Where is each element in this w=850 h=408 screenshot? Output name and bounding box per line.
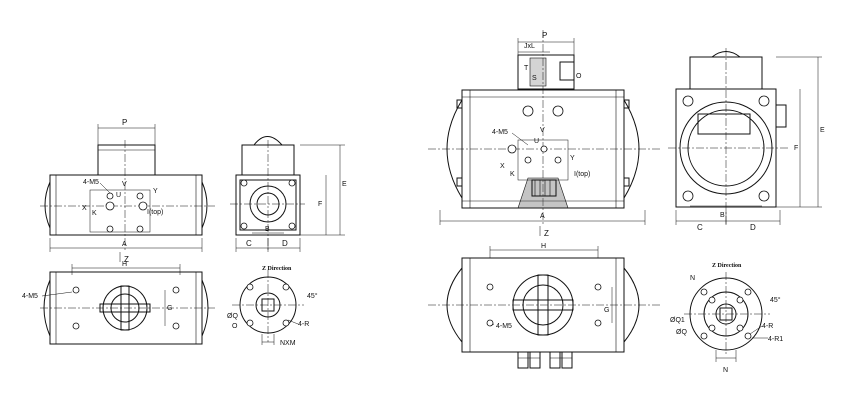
deg45-label: 45° [307,292,318,300]
right-side-view: C D B E F [668,48,825,232]
q-label: ØQ [227,313,238,320]
r-label: 4-R [298,321,309,328]
z-arrow-label-2: Z [544,229,549,238]
r1-label: 4-R1 [768,336,783,343]
dim-p-label: P [122,118,127,127]
x-label-2: X [500,163,505,170]
left-side-view: C D B E F [230,136,347,252]
dim-a-label-2: A [540,213,545,220]
v-label-2: V [540,127,545,134]
dim-c-label: C [246,239,252,248]
t-label: T [524,65,529,72]
n-label-top: N [690,275,695,282]
m5-label-4: 4-M5 [496,323,512,330]
o-label-2: O [576,73,582,80]
dim-c-label-2: C [697,223,703,232]
z-direction-title-2: Z Direction [712,263,742,269]
dim-g-label: G [167,305,172,312]
dim-d-label-2: D [750,223,756,232]
r-label-2: 4-R [762,323,773,330]
n-label: N [723,367,728,374]
x-label: X [82,205,87,212]
dim-b-label: B [265,226,270,233]
v-label: V [122,181,127,188]
m5-label-2: 4-M5 [22,293,38,300]
right-front-view: P JxL S T O [428,30,660,238]
left-top-view: H G 4-M5 [22,261,215,345]
k-label: K [92,210,97,217]
z-direction-title: Z Direction [262,266,292,272]
itop-label-2: I(top) [574,171,590,178]
k-label-2: K [510,171,515,178]
q-label-2: ØQ [676,329,687,336]
right-z-direction: Z Direction N 45° ØQ1 ØQ 4-R 4-R1 N [670,263,783,374]
y-label-2: Y [570,155,575,162]
dim-f-label: F [318,201,322,208]
nxm-label: NXM [280,340,296,347]
jxl-label: JxL [524,43,535,50]
m5-label-3: 4-M5 [492,129,508,136]
m5-label: 4-M5 [83,179,99,186]
dim-d-label: D [282,239,288,248]
dim-h-label: H [122,261,127,268]
left-z-direction: Z Direction 45° ØQ O 4-R NXM [227,266,318,347]
dim-b-label-2: B [720,212,725,219]
q1-label: ØQ1 [670,317,685,324]
dim-e-label-2: E [820,127,825,134]
s-label: S [532,75,537,82]
itop-label: I(top) [147,209,163,216]
left-front-view: P 4-M5 V U X K I(top) Y A Z [40,118,215,264]
dim-p-label-2: P [542,31,547,40]
right-top-view: H G 4-M5 [428,243,660,369]
deg45-label-2: 45° [770,296,781,304]
dim-h-label-2: H [541,243,546,250]
dim-f-label-2: F [794,145,798,152]
u-label: U [116,192,121,199]
dim-a-label: A [122,241,127,248]
u-label-2: U [534,138,539,145]
o-label: O [232,323,238,330]
dim-g-label-2: G [604,307,609,314]
dim-e-label: E [342,181,347,188]
z-arrow-label: Z [124,255,129,264]
y-label: Y [153,188,158,195]
